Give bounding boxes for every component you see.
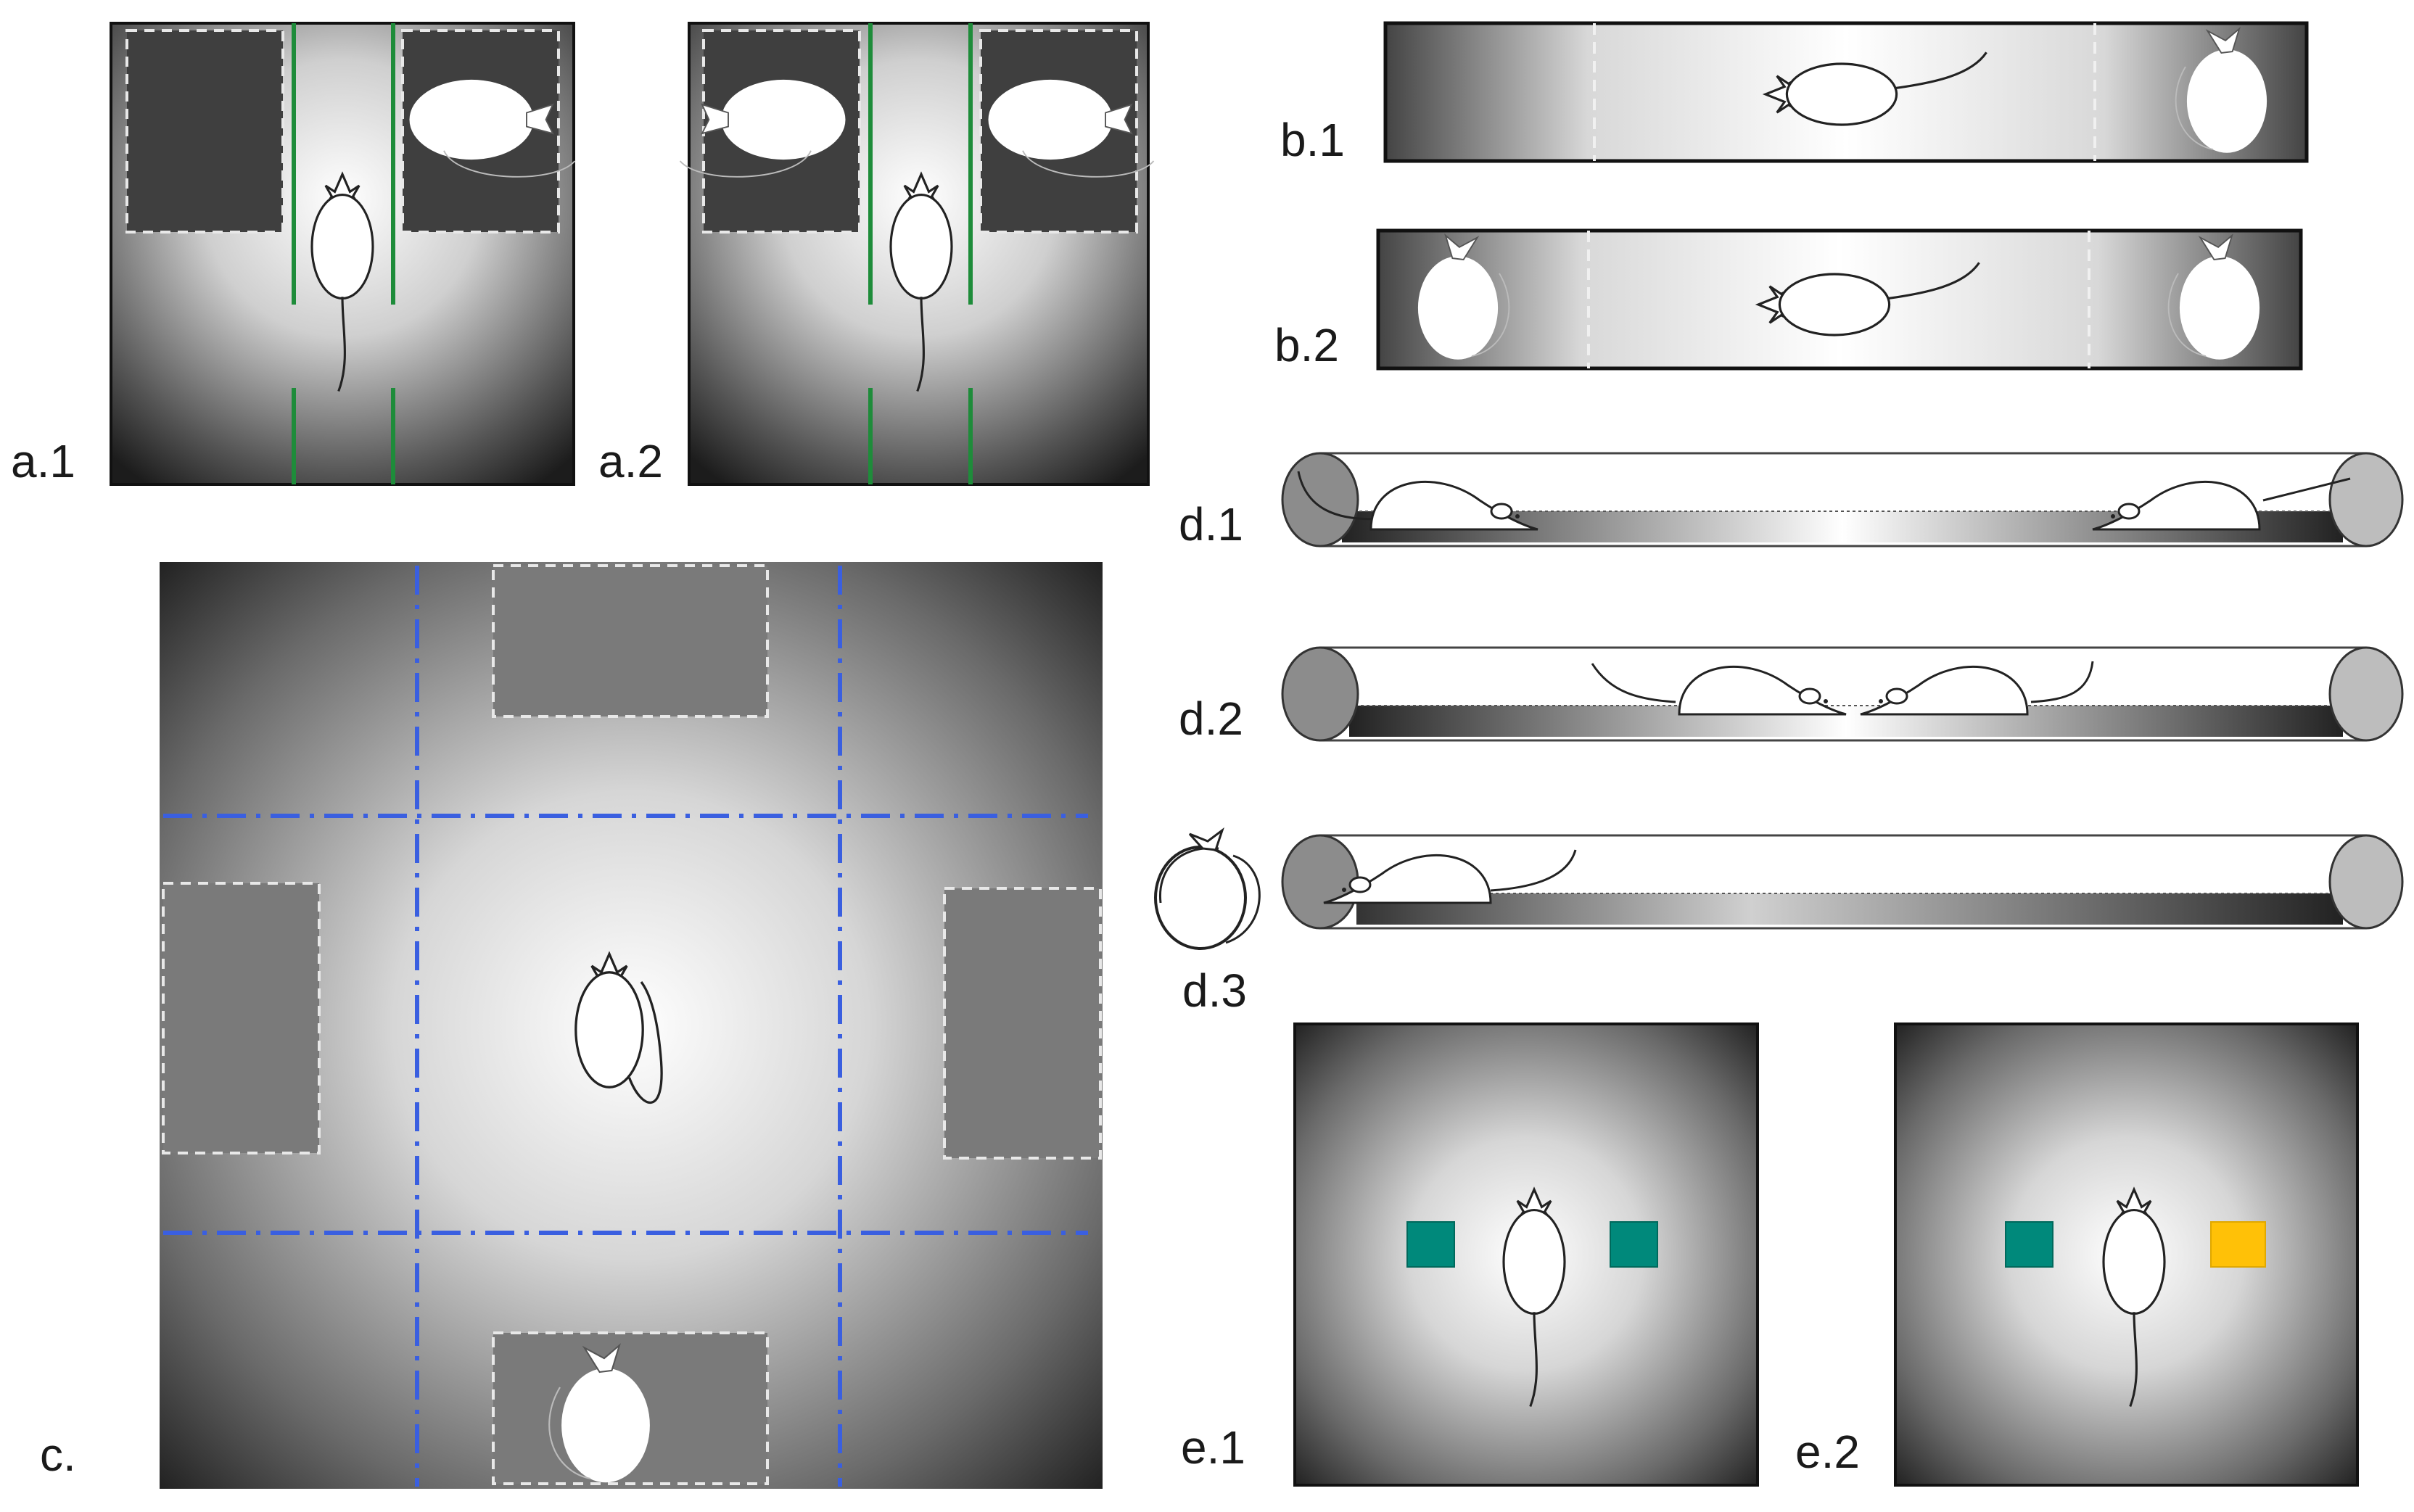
object-right-teal — [1610, 1221, 1658, 1268]
zone-top — [492, 564, 769, 718]
panel-b1 — [1383, 21, 2309, 163]
label-b2: b.2 — [1274, 319, 1339, 371]
panel-d3 — [1154, 827, 2404, 950]
label-d1: d.1 — [1179, 498, 1243, 550]
label-d3: d.3 — [1182, 964, 1247, 1017]
panel-d2 — [1281, 646, 2404, 742]
label-c: c. — [40, 1429, 76, 1481]
panel-e2 — [1894, 1023, 2359, 1487]
panel-c — [160, 562, 1103, 1489]
panel-e1 — [1293, 1023, 1759, 1487]
label-d2: d.2 — [1179, 693, 1243, 745]
label-a2: a.2 — [598, 435, 663, 487]
zone-left — [162, 882, 321, 1154]
panel-b2 — [1376, 228, 2303, 371]
zone-right — [943, 887, 1102, 1160]
tube-end-left — [1281, 452, 1359, 548]
panel-a1 — [110, 22, 576, 486]
tube-end-left — [1281, 834, 1359, 930]
chamber-left — [125, 29, 284, 234]
tube-end-right — [2328, 452, 2404, 548]
panel-d1 — [1281, 452, 2404, 548]
tube-end-right — [2328, 834, 2404, 930]
label-e1: e.1 — [1181, 1421, 1245, 1474]
panel-a2 — [679, 22, 1155, 486]
object-left-teal — [1406, 1221, 1455, 1268]
mouse-outside-tube — [1154, 827, 1261, 950]
label-a1: a.1 — [11, 435, 75, 487]
object-right-yellow — [2210, 1221, 2266, 1268]
tube-end-right — [2328, 646, 2404, 742]
tube-end-left — [1281, 646, 1359, 742]
label-e2: e.2 — [1795, 1426, 1860, 1478]
label-b1: b.1 — [1280, 114, 1345, 166]
object-left-teal — [2005, 1221, 2053, 1268]
